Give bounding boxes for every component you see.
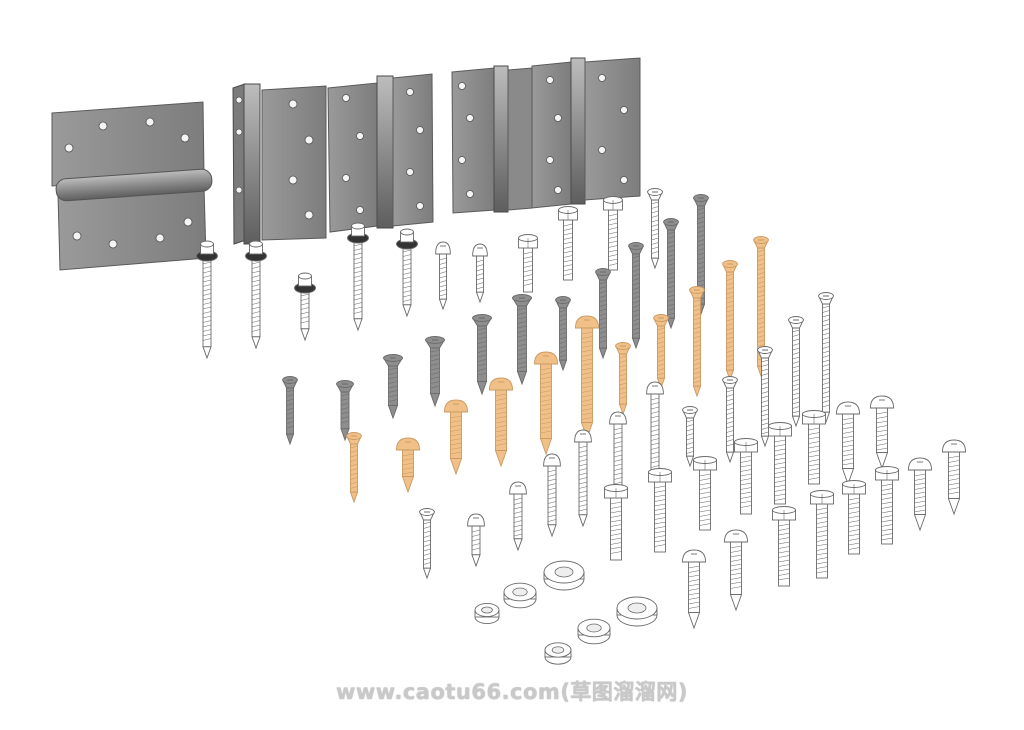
countersunk-screw: [627, 242, 645, 350]
brass-countersunk-screw: [721, 260, 739, 382]
pan-screw: [467, 513, 485, 568]
self-drilling-screw: [196, 240, 218, 360]
hex-nut: [616, 596, 658, 627]
countersunk-screw: [281, 376, 299, 446]
countersunk-screw: [594, 268, 612, 360]
pan-bolt: [835, 401, 861, 486]
countersunk-screw: [756, 346, 774, 448]
countersunk-screw: [424, 336, 446, 408]
brass-pan-screw: [574, 315, 600, 440]
countersunk-screw: [681, 406, 699, 468]
machine-bolt: [693, 456, 718, 531]
self-drilling-screw: [294, 272, 316, 342]
pan-bolt: [869, 395, 895, 470]
brass-countersunk-screw: [652, 314, 670, 390]
hex-nut: [503, 582, 537, 609]
self-drilling-screw: [396, 228, 418, 318]
brass-countersunk-screw: [688, 286, 706, 398]
pan-bolt: [941, 439, 967, 516]
countersunk-screw: [554, 296, 572, 372]
machine-bolt: [810, 490, 835, 579]
countersunk-screw: [471, 314, 493, 396]
self-drilling-screw: [245, 240, 267, 350]
hinge-open: [51, 101, 213, 271]
hinge-double: [451, 57, 641, 214]
countersunk-screw: [646, 188, 664, 270]
pan-screw: [509, 481, 527, 552]
brass-pan-screw: [443, 399, 469, 476]
hex-nut: [474, 602, 500, 625]
pan-bolt: [723, 529, 749, 612]
pan-screw: [543, 453, 561, 538]
machine-bolt: [802, 410, 827, 485]
hinge-flat: [327, 73, 434, 233]
fastener-set: [196, 188, 967, 665]
machine-bolt: [604, 484, 629, 561]
countersunk-screw: [335, 380, 355, 442]
watermark-text: www.caotu66.com(草图溜溜网): [335, 680, 689, 704]
hex-nut: [543, 560, 585, 591]
brass-countersunk-screw: [614, 342, 632, 416]
hex-nut: [544, 642, 572, 665]
machine-bolt: [648, 468, 673, 553]
countersunk-screw: [721, 376, 739, 464]
pan-bolt: [907, 457, 933, 532]
machine-bolt: [842, 480, 867, 555]
self-drilling-screw: [347, 222, 369, 332]
machine-bolt: [768, 422, 793, 505]
pan-screw: [472, 243, 488, 304]
hex-bolt: [558, 206, 578, 281]
hinge-folded: [232, 83, 327, 245]
pan-bolt: [681, 549, 707, 630]
brass-pan-screw: [488, 377, 514, 468]
countersunk-screw: [787, 316, 805, 428]
countersunk-screw: [662, 218, 680, 330]
machine-bolt: [772, 506, 797, 587]
brass-pan-screw: [395, 437, 421, 494]
pan-screw: [435, 241, 451, 311]
hex-nut: [577, 618, 611, 645]
machine-bolt: [734, 438, 759, 515]
hex-bolt: [518, 234, 538, 293]
countersunk-screw: [511, 294, 533, 386]
hex-bolt: [603, 196, 623, 271]
tapping-screw: [418, 508, 436, 580]
pan-screw: [574, 429, 592, 528]
countersunk-screw: [382, 354, 404, 420]
brass-pan-screw: [533, 351, 559, 456]
brass-countersunk-screw: [345, 432, 363, 504]
machine-bolt: [875, 466, 900, 545]
countersunk-screw: [817, 292, 835, 424]
